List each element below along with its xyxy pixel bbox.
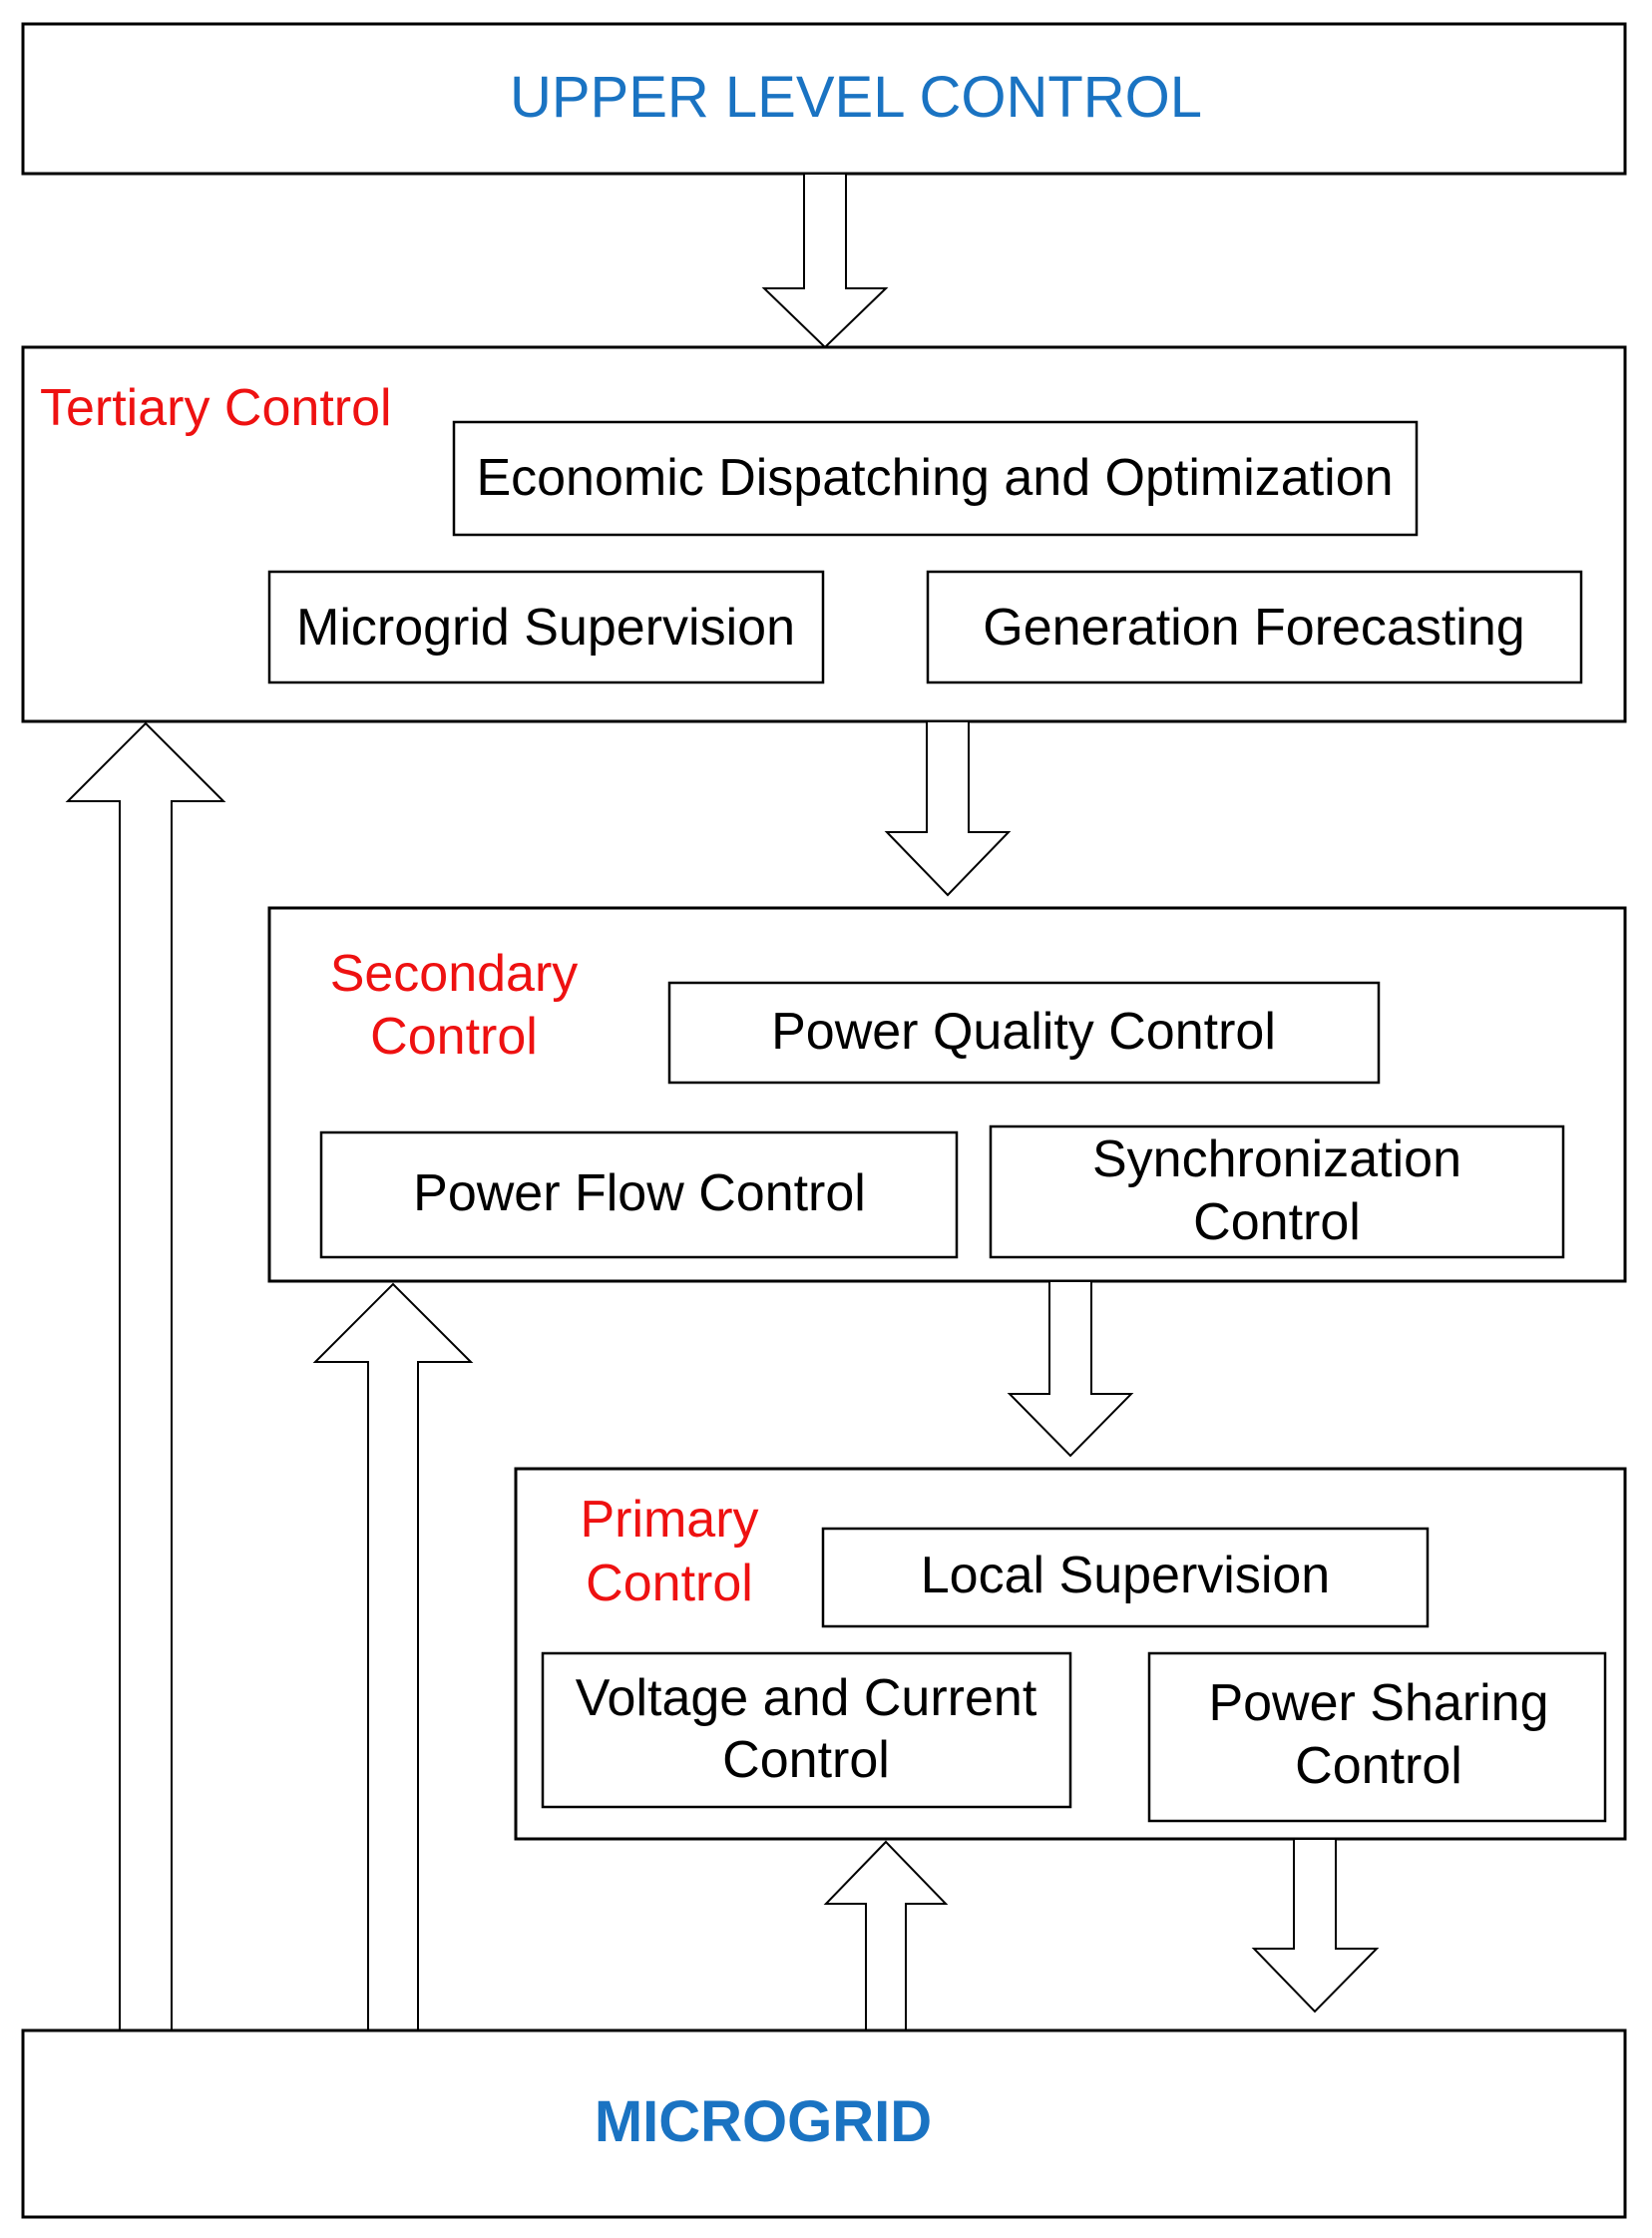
- power-quality-control-box: [667, 981, 1381, 1085]
- microgrid-box: [21, 2028, 1627, 2219]
- power-sharing-control-label-line2: Control: [1295, 1737, 1462, 1795]
- upper-level-control-title: UPPER LEVEL CONTROL: [510, 65, 1202, 130]
- economic-dispatching-box: [452, 420, 1419, 537]
- power-flow-control-label: Power Flow Control: [413, 1164, 866, 1222]
- voltage-current-control-label-line1: Voltage and Current: [576, 1669, 1037, 1727]
- secondary-control-label-line1: Secondary: [330, 945, 579, 1003]
- synchronization-control-box: [989, 1124, 1565, 1259]
- voltage-current-control-label-line2: Control: [722, 1731, 890, 1789]
- power-sharing-control-label-line1: Power Sharing: [1208, 1674, 1548, 1732]
- voltage-current-control-box: [541, 1651, 1072, 1809]
- upper-level-control-box: [21, 22, 1627, 176]
- arrow-microgrid-to-tertiary: [65, 721, 226, 2031]
- synchronization-control-label-line1: Synchronization: [1092, 1130, 1461, 1188]
- arrow-upper-to-tertiary: [761, 173, 889, 349]
- primary-control-label-line2: Control: [586, 1555, 753, 1612]
- synchronization-control-label-line2: Control: [1193, 1193, 1361, 1251]
- tertiary-control-label: Tertiary Control: [40, 379, 392, 437]
- power-quality-control-label: Power Quality Control: [771, 1003, 1276, 1061]
- generation-forecasting-label: Generation Forecasting: [983, 599, 1524, 657]
- secondary-control-label-line2: Control: [370, 1008, 538, 1066]
- generation-forecasting-box: [926, 570, 1583, 684]
- microgrid-title: MICROGRID: [595, 2089, 932, 2154]
- arrow-primary-to-microgrid: [1251, 1838, 1380, 2014]
- primary-control-label-line1: Primary: [580, 1491, 758, 1549]
- arrow-tertiary-to-secondary: [884, 720, 1012, 897]
- arrow-secondary-to-primary: [1007, 1280, 1134, 1458]
- local-supervision-box: [821, 1527, 1430, 1628]
- economic-dispatching-label: Economic Dispatching and Optimization: [476, 449, 1393, 507]
- microgrid-supervision-box: [267, 570, 825, 684]
- microgrid-supervision-label: Microgrid Supervision: [296, 599, 795, 657]
- power-flow-control-box: [319, 1130, 959, 1259]
- local-supervision-label: Local Supervision: [921, 1547, 1330, 1604]
- arrow-microgrid-to-primary: [823, 1840, 949, 2031]
- arrow-microgrid-to-secondary: [312, 1282, 474, 2031]
- power-sharing-control-box: [1147, 1651, 1607, 1823]
